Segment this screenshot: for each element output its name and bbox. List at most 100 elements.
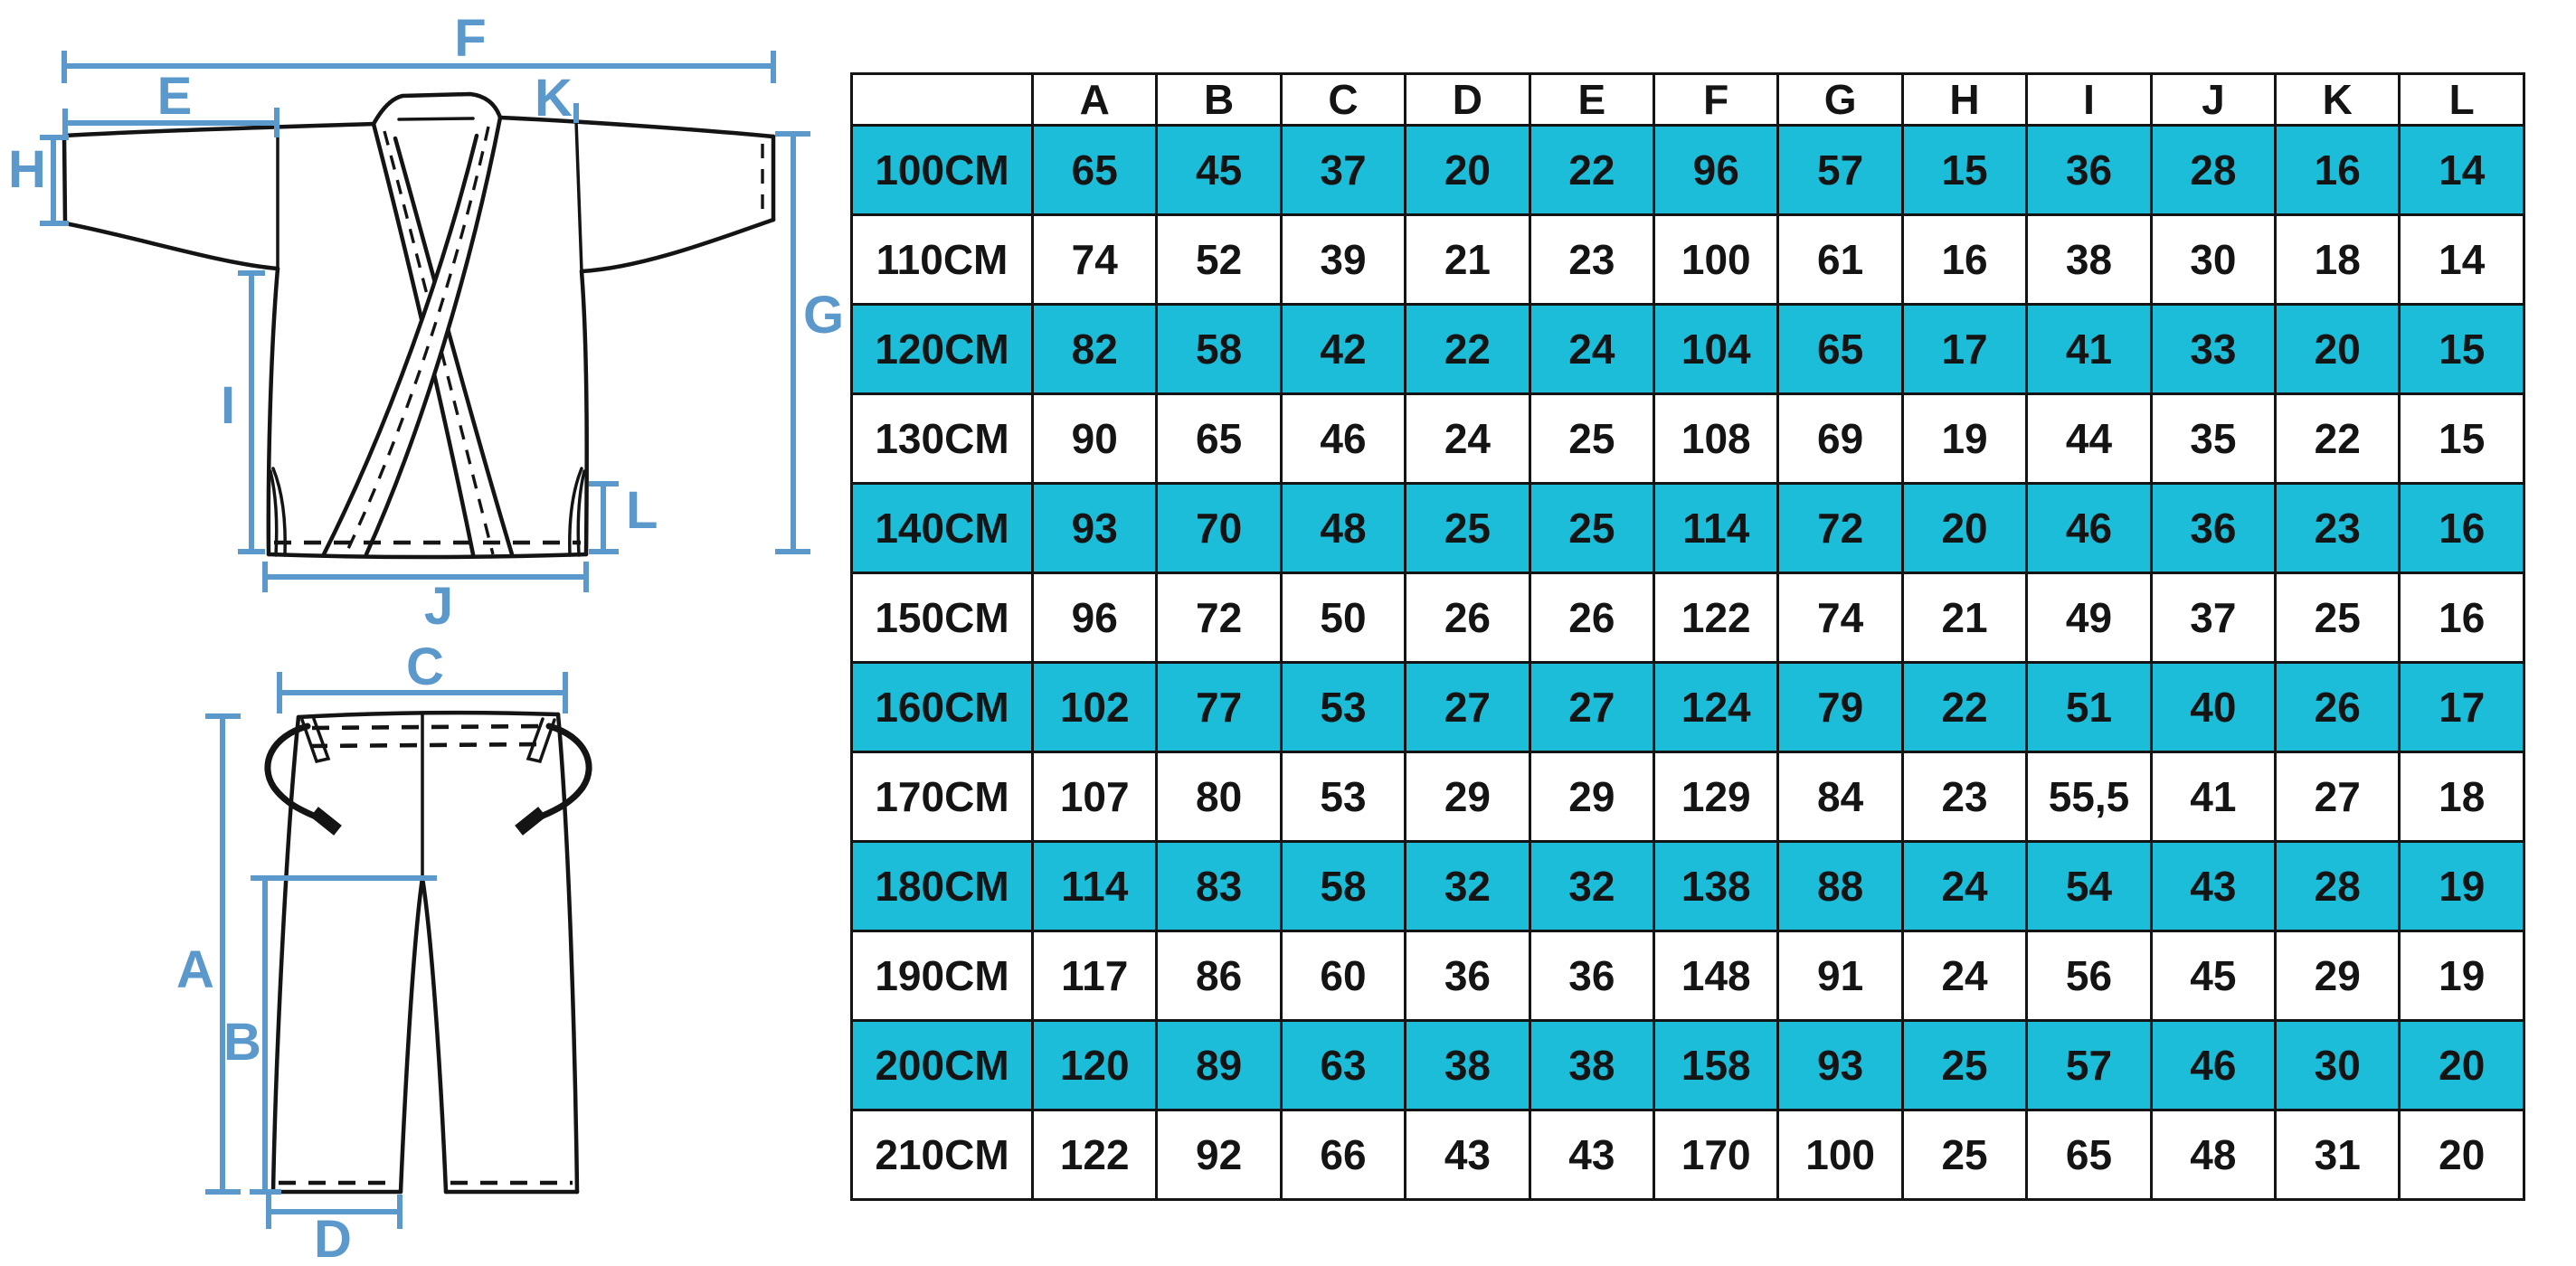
measurement-cell-G-180cm: 88: [1776, 840, 1904, 932]
measurement-cell-H-100cm: 15: [1900, 124, 2029, 216]
row-size-label: 200CM: [850, 1019, 1034, 1111]
measurement-cell-H-120cm: 17: [1900, 303, 2029, 395]
measurement-cell-K-140cm: 23: [2274, 482, 2401, 574]
jacket-diagram: F E K H G I L J: [8, 9, 844, 636]
measurement-cell-G-120cm: 65: [1776, 303, 1904, 395]
measurement-cell-G-190cm: 91: [1776, 930, 1904, 1022]
measurement-cell-L-110cm: 14: [2398, 213, 2525, 306]
row-size-label: 180CM: [850, 840, 1034, 932]
measurement-cell-G-100cm: 57: [1776, 124, 1904, 216]
measurement-cell-G-170cm: 84: [1776, 751, 1904, 843]
measurement-cell-J-100cm: 28: [2149, 124, 2278, 216]
measurement-cell-G-210cm: 100: [1776, 1109, 1904, 1201]
measurement-cell-C-170cm: 53: [1279, 751, 1407, 843]
pants-dimension-lines: [205, 672, 568, 1229]
measurement-cell-D-120cm: 22: [1404, 303, 1531, 395]
measurement-cell-F-110cm: 100: [1653, 213, 1780, 306]
measurement-cell-C-100cm: 37: [1279, 124, 1407, 216]
jacket-dimension-labels: F E K H G I L J: [8, 9, 844, 636]
measurement-cell-J-130cm: 35: [2149, 392, 2278, 485]
corner-cell: [850, 72, 1034, 127]
measurement-cell-B-100cm: 45: [1155, 124, 1283, 216]
measurement-cell-C-110cm: 39: [1279, 213, 1407, 306]
row-size-label: 170CM: [850, 751, 1034, 843]
measurement-cell-C-130cm: 46: [1279, 392, 1407, 485]
dim-line-I: [238, 270, 265, 554]
measurement-cell-A-110cm: 74: [1030, 213, 1159, 306]
measurement-cell-B-150cm: 72: [1155, 572, 1283, 664]
measurement-cell-I-190cm: 56: [2025, 930, 2153, 1022]
pants-diagram: C A B D: [176, 638, 592, 1266]
column-header-J: J: [2149, 72, 2278, 127]
measurement-cell-K-190cm: 29: [2274, 930, 2401, 1022]
measurement-cell-F-200cm: 158: [1653, 1019, 1780, 1111]
measurement-cell-A-140cm: 93: [1030, 482, 1159, 574]
measurement-cell-G-110cm: 61: [1776, 213, 1904, 306]
measurement-cell-D-130cm: 24: [1404, 392, 1531, 485]
dim-line-F: [62, 51, 776, 83]
measurement-cell-E-210cm: 43: [1528, 1109, 1656, 1201]
measurement-cell-A-130cm: 90: [1030, 392, 1159, 485]
pants-left-drawstring-loop: [264, 723, 321, 821]
measurement-cell-G-200cm: 93: [1776, 1019, 1904, 1111]
measurement-cell-F-170cm: 129: [1653, 751, 1780, 843]
measurement-cell-E-190cm: 36: [1528, 930, 1656, 1022]
measurement-cell-G-130cm: 69: [1776, 392, 1904, 485]
measurement-cell-G-160cm: 79: [1776, 661, 1904, 753]
measurement-cell-K-210cm: 31: [2274, 1109, 2401, 1201]
dimension-label-K: K: [535, 69, 573, 128]
dim-line-B: [250, 875, 437, 1195]
measurement-cell-H-140cm: 20: [1900, 482, 2029, 574]
measurement-cell-J-190cm: 45: [2149, 930, 2278, 1022]
column-header-I: I: [2025, 72, 2153, 127]
measurement-cell-L-150cm: 16: [2398, 572, 2525, 664]
jacket-right-sleeve-seam: [574, 119, 583, 273]
pants-left-outseam: [270, 714, 301, 1195]
measurement-cell-K-200cm: 30: [2274, 1019, 2401, 1111]
jacket-over-lapel-stitching: [344, 126, 490, 555]
measurement-cell-D-160cm: 27: [1404, 661, 1531, 753]
measurement-cell-D-150cm: 26: [1404, 572, 1531, 664]
column-header-A: A: [1030, 72, 1159, 127]
measurement-cell-L-210cm: 20: [2398, 1109, 2525, 1201]
dimension-label-E: E: [157, 67, 193, 126]
pants-left-drawstring-aglet: [310, 807, 342, 836]
measurement-cell-I-170cm: 55,5: [2025, 751, 2153, 843]
pants-dimension-labels: C A B D: [176, 638, 444, 1266]
measurement-cell-A-190cm: 117: [1030, 930, 1159, 1022]
measurement-cell-C-160cm: 53: [1279, 661, 1407, 753]
measurement-cell-L-120cm: 15: [2398, 303, 2525, 395]
measurement-cell-L-130cm: 15: [2398, 392, 2525, 485]
row-size-label: 140CM: [850, 482, 1034, 574]
jacket-over-lapel-inner-edge: [364, 115, 503, 557]
column-header-D: D: [1404, 72, 1531, 127]
measurement-cell-L-140cm: 16: [2398, 482, 2525, 574]
measurement-cell-E-110cm: 23: [1528, 213, 1656, 306]
measurement-cell-K-100cm: 16: [2274, 124, 2401, 216]
row-size-label: 190CM: [850, 930, 1034, 1022]
dim-line-D: [266, 1195, 402, 1229]
measurement-cell-J-140cm: 36: [2149, 482, 2278, 574]
measurement-cell-L-100cm: 14: [2398, 124, 2525, 216]
measurement-cell-H-190cm: 24: [1900, 930, 2029, 1022]
measurement-cell-C-150cm: 50: [1279, 572, 1407, 664]
measurement-cell-F-150cm: 122: [1653, 572, 1780, 664]
measurement-cell-K-170cm: 27: [2274, 751, 2401, 843]
dimension-label-G: G: [803, 286, 844, 345]
pants-left-inseam: [398, 875, 425, 1195]
measurement-cell-E-100cm: 22: [1528, 124, 1656, 216]
measurement-cell-J-120cm: 33: [2149, 303, 2278, 395]
measurement-cell-B-200cm: 89: [1155, 1019, 1283, 1111]
jacket-hem: [266, 552, 589, 560]
measurement-cell-J-200cm: 46: [2149, 1019, 2278, 1111]
column-header-K: K: [2274, 72, 2401, 127]
dim-line-E: [62, 108, 279, 137]
measurement-cell-C-180cm: 58: [1279, 840, 1407, 932]
jacket-under-lapel-inner-edge: [393, 136, 515, 557]
measurement-cell-J-210cm: 48: [2149, 1109, 2278, 1201]
